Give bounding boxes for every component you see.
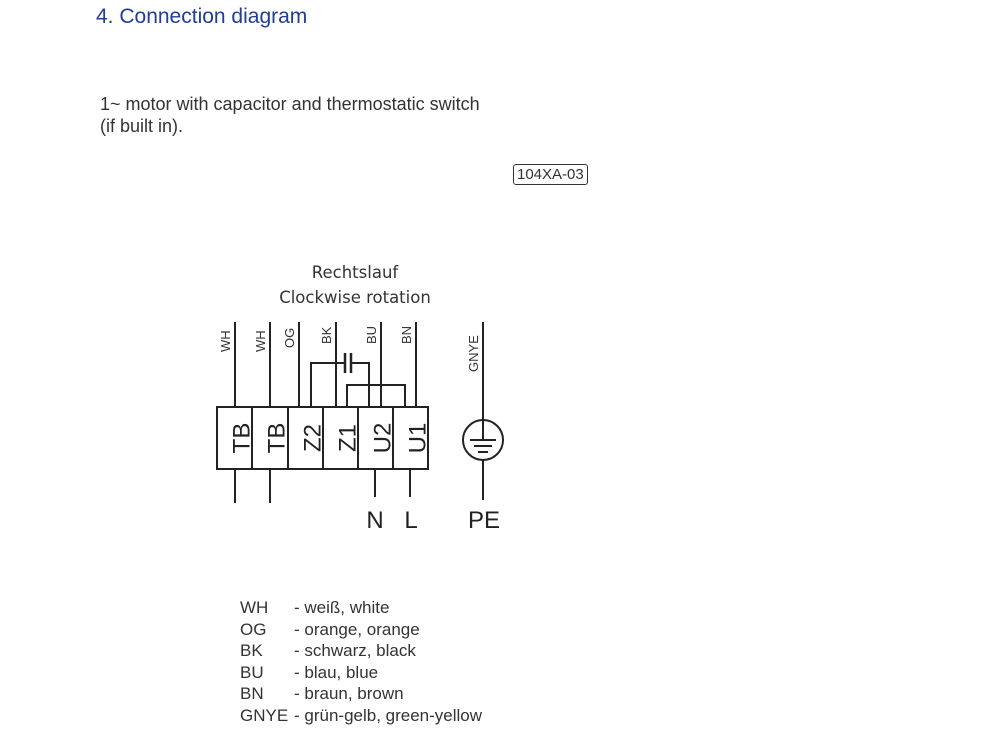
bridge-link (346, 384, 406, 407)
section-heading: 4. Connection diagram (96, 5, 308, 28)
wire-lines (234, 322, 417, 407)
terminal-label: Z1 (334, 424, 361, 452)
wire-label: BU (364, 326, 379, 344)
protective-earth-label: PE (468, 507, 500, 534)
wire-label: OG (282, 328, 297, 348)
line-label: L (404, 507, 417, 534)
terminal-label: Z2 (299, 424, 326, 452)
legend-row: BN- braun, brown (240, 684, 404, 703)
legend-row: BU- blau, blue (240, 662, 379, 682)
wire-label: BN (399, 326, 414, 344)
description-line-1: 1~ motor with capacitor and thermostatic… (100, 94, 480, 114)
neutral-label: N (366, 507, 383, 534)
description-line-2: (if built in). (100, 116, 184, 136)
legend-row: GNYE- grün-gelb, green-yellow (240, 705, 483, 725)
capacitor (310, 353, 370, 407)
earth-icon (462, 322, 504, 500)
wire-label: WH (218, 330, 233, 352)
terminal-block (216, 406, 429, 470)
earth-wire-label: GNYE (466, 335, 481, 372)
part-code-label: 104XA-03 (513, 164, 588, 185)
color-legend: WH- weiß, white OG- orange, orange BK- s… (240, 597, 482, 726)
supply-lines (234, 469, 411, 503)
description: 1~ motor with capacitor and thermostatic… (100, 93, 480, 137)
terminal-label: TB (228, 423, 255, 454)
terminal-label: U1 (404, 423, 431, 454)
diagram-title-en: Clockwise rotation (279, 288, 431, 307)
diagram-title-de: Rechtslauf (312, 263, 400, 282)
wire-label: BK (319, 326, 334, 344)
legend-row: OG- orange, orange (240, 619, 420, 639)
wire-label: WH (253, 330, 268, 352)
terminal-label: TB (263, 423, 290, 454)
legend-row: WH- weiß, white (240, 598, 390, 617)
terminal-label: U2 (369, 423, 396, 454)
legend-row: BK- schwarz, black (240, 641, 416, 660)
